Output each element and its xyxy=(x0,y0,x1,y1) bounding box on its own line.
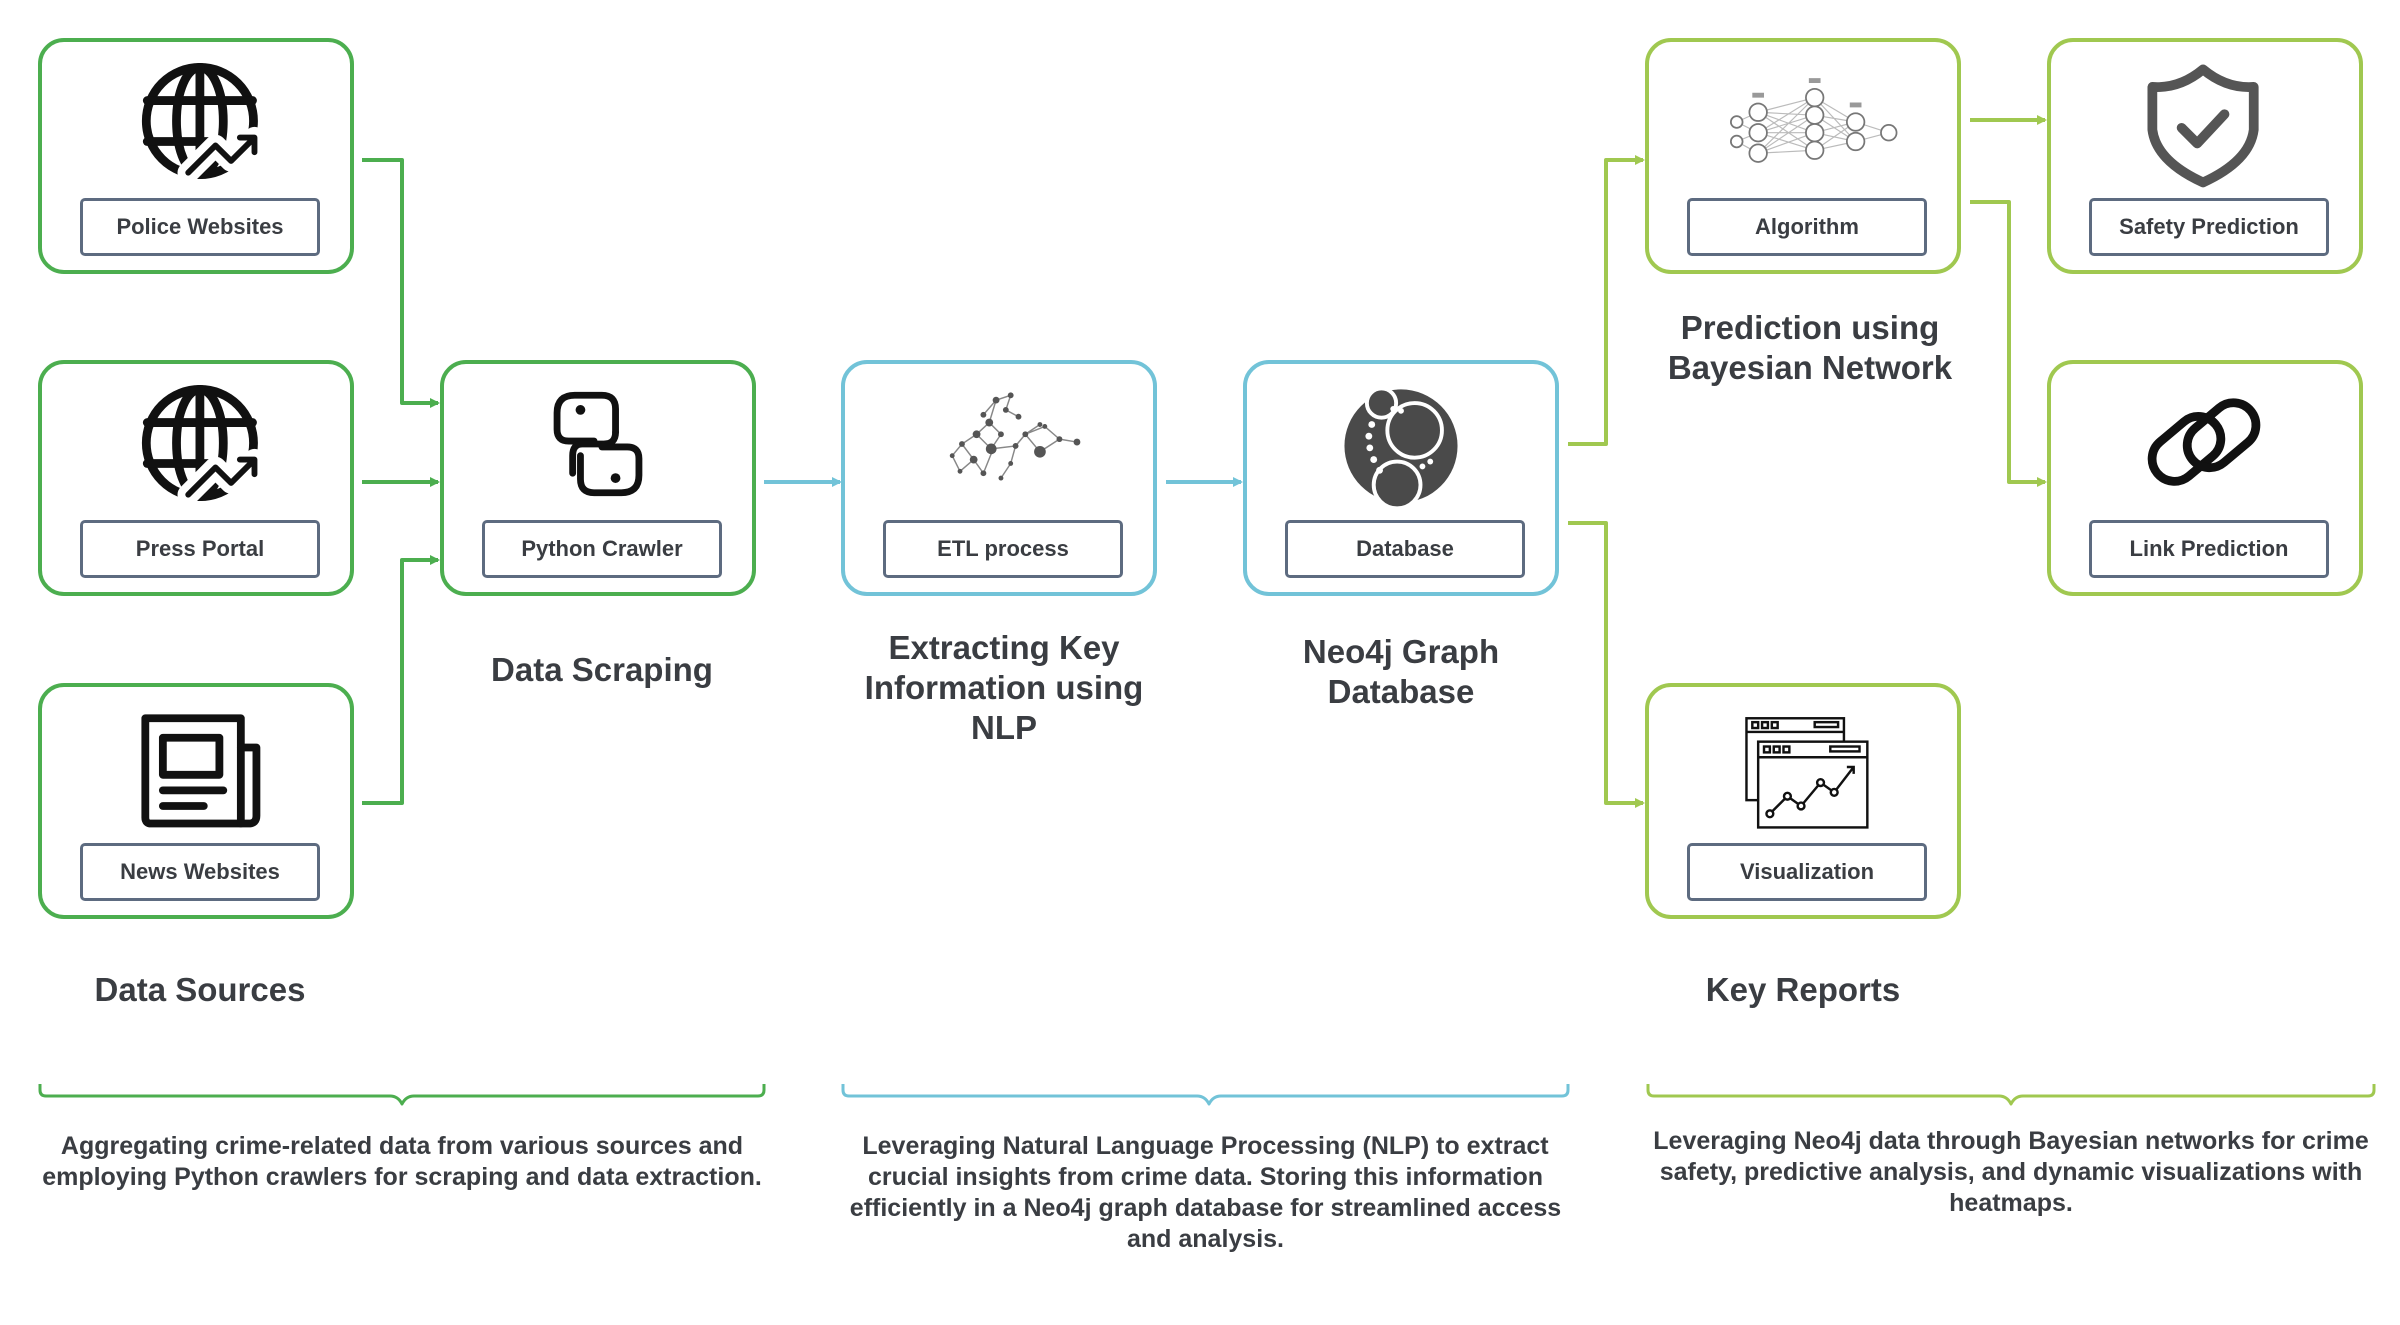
title-neo4j: Neo4j Graph Database xyxy=(1302,633,1500,710)
node-database: Database xyxy=(1243,360,1559,596)
title-extracting: Extracting Key Information using NLP xyxy=(864,629,1144,746)
node-label: Safety Prediction xyxy=(2089,198,2329,256)
node-label: Visualization xyxy=(1687,843,1927,901)
node-link-prediction: Link Prediction xyxy=(2047,360,2363,596)
title-data-scraping: Data Scraping xyxy=(491,651,713,688)
brace-middle xyxy=(841,1084,1570,1106)
connector-algorithm-link xyxy=(1970,200,2047,487)
node-label: Database xyxy=(1285,520,1525,578)
node-label: Press Portal xyxy=(80,520,320,578)
brace-left xyxy=(38,1084,766,1106)
node-python-crawler: Python Crawler xyxy=(440,360,756,596)
shield-check-icon xyxy=(2147,64,2259,188)
description-left: Aggregating crime-related data from vari… xyxy=(42,1132,762,1191)
node-police-websites: Police Websites xyxy=(38,38,354,274)
title-key-reports: Key Reports xyxy=(1705,971,1901,1008)
node-label: Police Websites xyxy=(80,198,320,256)
node-label: Link Prediction xyxy=(2089,520,2329,578)
node-label: Algorithm xyxy=(1687,198,1927,256)
node-news-websites: News Websites xyxy=(38,683,354,919)
connector-news-crawler xyxy=(362,555,440,805)
title-prediction: Prediction using Bayesian Network xyxy=(1667,309,1953,386)
description-middle: Leveraging Natural Language Processing (… xyxy=(849,1132,1562,1253)
newspaper-icon xyxy=(141,714,261,828)
title-data-sources: Data Sources xyxy=(94,971,306,1008)
globe-trend-icon xyxy=(141,385,266,506)
graph-network-icon xyxy=(949,392,1081,481)
connector-database-visualization xyxy=(1568,521,1645,808)
connector-police-crawler xyxy=(362,158,440,408)
node-safety-prediction: Safety Prediction xyxy=(2047,38,2363,274)
chain-link-icon xyxy=(2147,398,2261,486)
globe-trend-icon xyxy=(141,63,266,184)
node-algorithm: Algorithm xyxy=(1645,38,1961,274)
description-right: Leveraging Neo4j data through Bayesian n… xyxy=(1653,1127,2369,1217)
node-visualization: Visualization xyxy=(1645,683,1961,919)
node-label: News Websites xyxy=(80,843,320,901)
neo4j-icon xyxy=(1344,386,1458,511)
dashboard-chart-icon xyxy=(1745,717,1869,829)
python-icon xyxy=(553,391,643,497)
node-label: ETL process xyxy=(883,520,1123,578)
brace-right xyxy=(1646,1084,2376,1106)
connector-database-algorithm xyxy=(1568,155,1645,446)
node-press-portal: Press Portal xyxy=(38,360,354,596)
neural-network-icon xyxy=(1729,78,1898,163)
node-etl-process: ETL process xyxy=(841,360,1157,596)
node-label: Python Crawler xyxy=(482,520,722,578)
